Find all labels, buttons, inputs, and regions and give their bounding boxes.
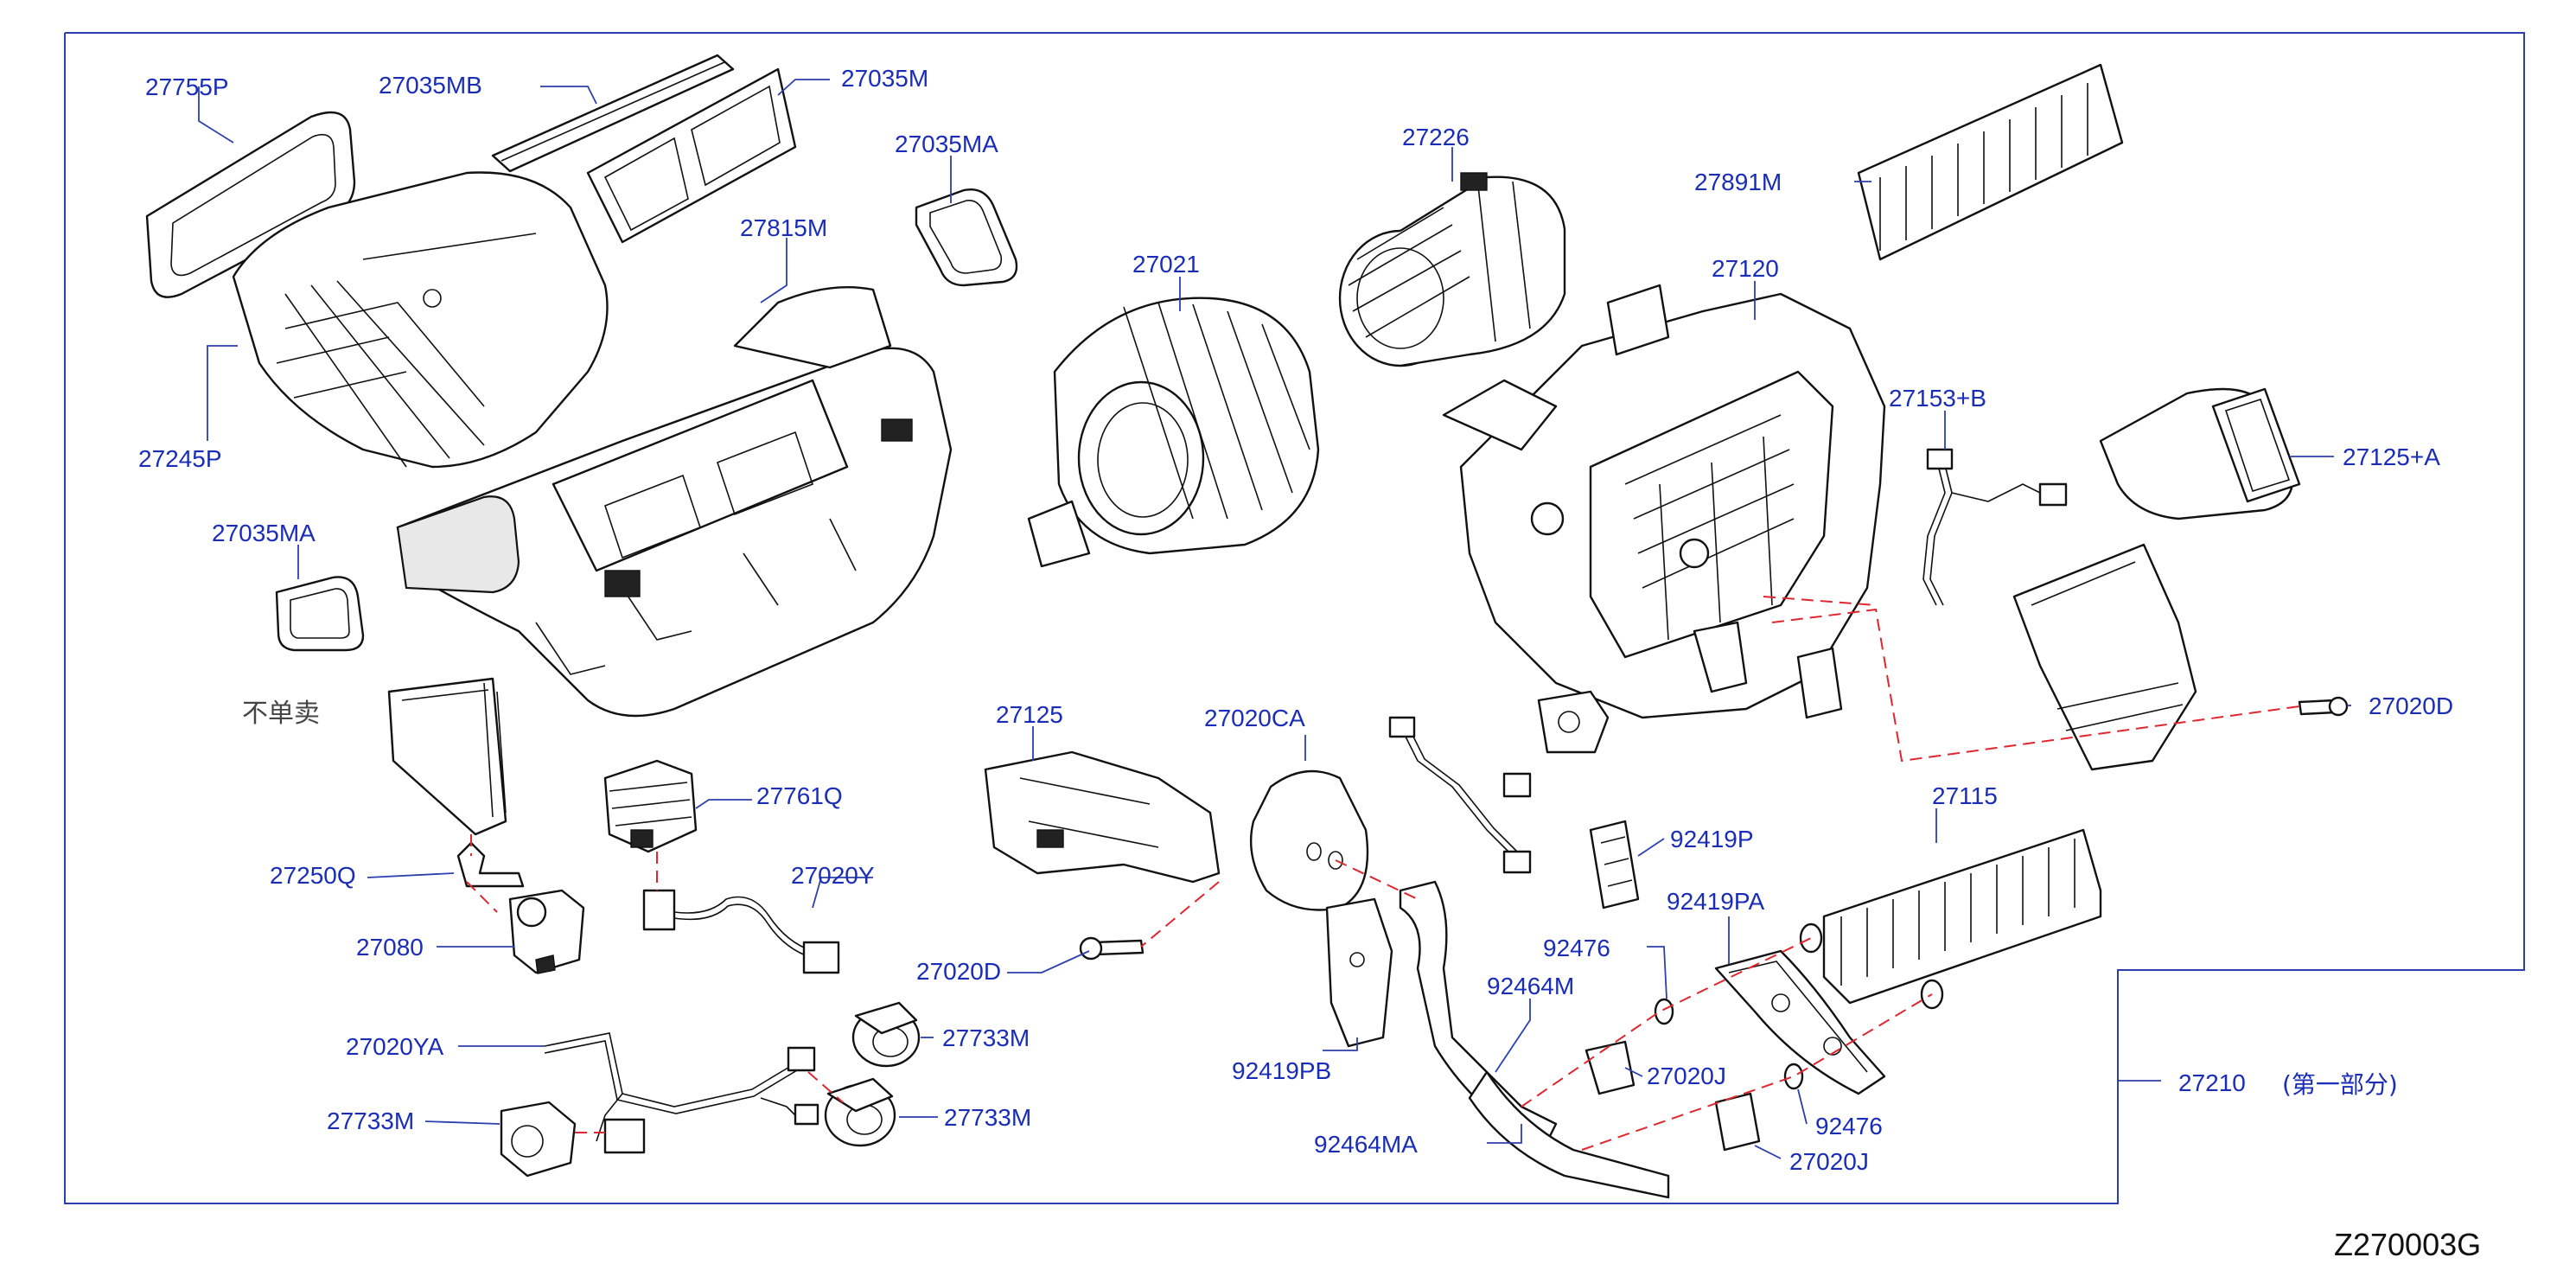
heater-housing-27120-drawing — [1442, 284, 1886, 719]
label-27733M-left[interactable]: 27733M — [327, 1107, 414, 1134]
label-frame-note: (第一部分) — [2282, 1070, 2398, 1099]
label-27755P[interactable]: 27755P — [145, 73, 229, 100]
motor-27733M-mid-drawing — [851, 1001, 921, 1068]
label-27035M[interactable]: 27035M — [841, 65, 928, 92]
assembly-lines — [466, 596, 2300, 1151]
label-92464MA[interactable]: 92464MA — [1314, 1131, 1418, 1158]
lever-27250Q-drawing — [456, 841, 525, 888]
label-92419P[interactable]: 92419P — [1670, 826, 1754, 852]
clip-92419P-drawing — [1589, 820, 1640, 910]
gasket-27755P-drawing — [145, 111, 356, 298]
harness-27020Y-drawing — [642, 889, 840, 974]
label-27210[interactable]: 27210 — [2178, 1069, 2246, 1096]
label-27080[interactable]: 27080 — [356, 934, 424, 961]
label-not-sold: 不单卖 — [242, 699, 320, 729]
clip-27020J-bottom-drawing — [1714, 1092, 1761, 1152]
motor-27733M-right-drawing — [824, 1077, 896, 1147]
harness-2715x-drawing — [1388, 716, 1532, 874]
diagram-code: Z270003G — [2334, 1227, 2481, 1262]
blower-motor-27226-drawing — [1338, 172, 1566, 367]
label-27035MB[interactable]: 27035MB — [379, 72, 482, 99]
heater-core-27115-drawing — [1799, 828, 2102, 1010]
sensor-small-drawing — [1537, 690, 1610, 754]
label-27245P[interactable]: 27245P — [138, 445, 222, 472]
duct-27020G-drawing — [2012, 543, 2197, 771]
pad-27020CA-drawing — [1249, 769, 1369, 911]
label-27035MA-top[interactable]: 27035MA — [895, 131, 998, 157]
frame-27035M-drawing — [586, 67, 797, 244]
seal-27035MB-drawing — [491, 54, 735, 173]
label-27815M[interactable]: 27815M — [740, 214, 827, 241]
label-27021[interactable]: 27021 — [1132, 251, 1200, 278]
bracket-92419PB-drawing — [1325, 897, 1393, 1048]
pipe-92464M-drawing — [1399, 880, 1558, 1143]
filter-not-sold-drawing — [387, 677, 507, 836]
label-27020YA[interactable]: 27020YA — [346, 1033, 443, 1060]
gasket-27035MA-left-drawing — [275, 576, 365, 652]
oring-92476-top-drawing — [1654, 998, 1674, 1025]
gasket-27035MA-top-drawing — [915, 188, 1018, 287]
scroll-housing-27021-drawing — [1027, 297, 1320, 568]
motor-27733M-left-drawing — [500, 1101, 577, 1178]
label-27120[interactable]: 27120 — [1712, 255, 1779, 282]
resistor-27761Q-drawing — [603, 759, 698, 853]
label-92464M[interactable]: 92464M — [1487, 973, 1574, 999]
label-27761Q[interactable]: 27761Q — [756, 782, 843, 809]
label-92476-bottom[interactable]: 92476 — [1815, 1113, 1883, 1139]
intake-housing-27245P-drawing — [232, 171, 609, 469]
label-27020J-bottom[interactable]: 27020J — [1789, 1148, 1869, 1175]
clip-27020J-top-drawing — [1584, 1040, 1636, 1095]
evaporator-housing-27815M-drawing — [396, 285, 953, 718]
label-27250Q[interactable]: 27250Q — [270, 862, 356, 889]
screw-27020D-mid-drawing — [1079, 936, 1145, 961]
plate-92419PA-drawing — [1714, 949, 1886, 1095]
label-27153B[interactable]: 27153+B — [1889, 385, 1986, 412]
assembly-frame — [64, 32, 2525, 1204]
label-27035MA-left[interactable]: 27035MA — [212, 520, 316, 546]
oring-92476-bottom-drawing — [1783, 1063, 1804, 1090]
leader-lines — [198, 79, 2351, 1159]
harness-27153B-drawing — [1922, 448, 2068, 606]
harness-27020YA-drawing — [544, 1032, 819, 1154]
part-labels: 27755P 27035MB 27035M 27035MA 27815M 272… — [138, 65, 2453, 1175]
label-27125[interactable]: 27125 — [996, 701, 1063, 728]
label-27020CA[interactable]: 27020CA — [1204, 705, 1305, 731]
cabin-filter-27891M-drawing — [1857, 63, 2124, 261]
label-27733M-mid[interactable]: 27733M — [942, 1024, 1030, 1051]
label-27020Y[interactable]: 27020Y — [791, 862, 875, 889]
label-27020J-top[interactable]: 27020J — [1647, 1063, 1726, 1089]
label-92419PB[interactable]: 92419PB — [1232, 1057, 1331, 1084]
screw-27020D-right-drawing — [2298, 696, 2349, 717]
pipe-92464MA-drawing — [1468, 1070, 1670, 1199]
label-27020D-right[interactable]: 27020D — [2369, 693, 2453, 719]
label-27125A[interactable]: 27125+A — [2343, 444, 2440, 470]
duct-27125-drawing — [984, 750, 1221, 884]
label-27115[interactable]: 27115 — [1932, 782, 1998, 809]
label-92419PA[interactable]: 92419PA — [1667, 888, 1764, 915]
label-27733M-right[interactable]: 27733M — [944, 1104, 1031, 1131]
label-27020D-mid[interactable]: 27020D — [916, 958, 1001, 985]
duct-27125A-drawing — [2099, 387, 2301, 520]
label-92476-top[interactable]: 92476 — [1543, 935, 1610, 961]
actuator-27080-drawing — [508, 889, 585, 974]
label-27891M[interactable]: 27891M — [1694, 169, 1782, 195]
label-27226[interactable]: 27226 — [1402, 124, 1470, 150]
